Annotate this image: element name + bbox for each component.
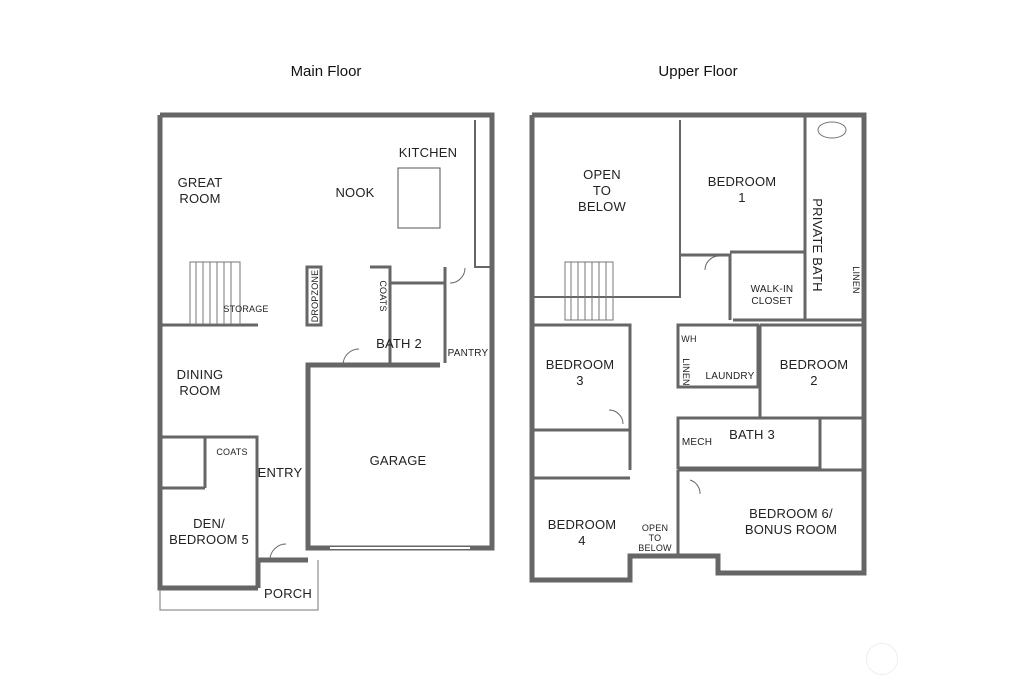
- room-bedroom-2: BEDROOM 2: [779, 357, 849, 388]
- room-water-heater: WH: [681, 334, 697, 344]
- room-entry: ENTRY: [257, 465, 303, 480]
- room-storage: STORAGE: [223, 304, 269, 314]
- room-laundry: LAUNDRY: [705, 371, 755, 382]
- main-floor-title: Main Floor: [290, 63, 362, 80]
- room-linen-master: LINEN: [851, 266, 861, 294]
- room-bedroom-3: BEDROOM 3: [545, 357, 615, 388]
- room-bedroom-6: BEDROOM 6/ BONUS ROOM: [744, 506, 838, 537]
- watermark-icon: [866, 643, 898, 675]
- room-mech: MECH: [681, 437, 713, 448]
- room-den: DEN/ BEDROOM 5: [169, 516, 249, 547]
- room-open-to-below-small: OPEN TO BELOW: [638, 523, 672, 553]
- room-open-to-below: OPEN TO BELOW: [578, 167, 626, 214]
- room-porch: PORCH: [264, 586, 312, 601]
- room-dropzone: DROPZONE: [310, 269, 320, 323]
- room-walk-in-closet: WALK-IN CLOSET: [750, 284, 794, 307]
- room-coats-main: COATS: [378, 280, 388, 312]
- room-pantry: PANTRY: [447, 348, 489, 359]
- room-great-room: GREAT ROOM: [177, 175, 223, 206]
- room-bath-3: BATH 3: [729, 427, 775, 442]
- upper-floor-title: Upper Floor: [658, 63, 738, 80]
- room-bath-2: BATH 2: [376, 336, 422, 351]
- room-private-bath: PRIVATE BATH: [810, 198, 825, 292]
- room-garage: GARAGE: [369, 453, 427, 468]
- room-bedroom-4: BEDROOM 4: [547, 517, 617, 548]
- room-linen-hall: LINEN: [681, 358, 691, 386]
- room-bedroom-1: BEDROOM 1: [707, 174, 777, 205]
- room-coats-entry: COATS: [216, 447, 248, 457]
- room-nook: NOOK: [335, 185, 375, 200]
- room-dining-room: DINING ROOM: [176, 367, 224, 398]
- room-kitchen: KITCHEN: [398, 145, 458, 160]
